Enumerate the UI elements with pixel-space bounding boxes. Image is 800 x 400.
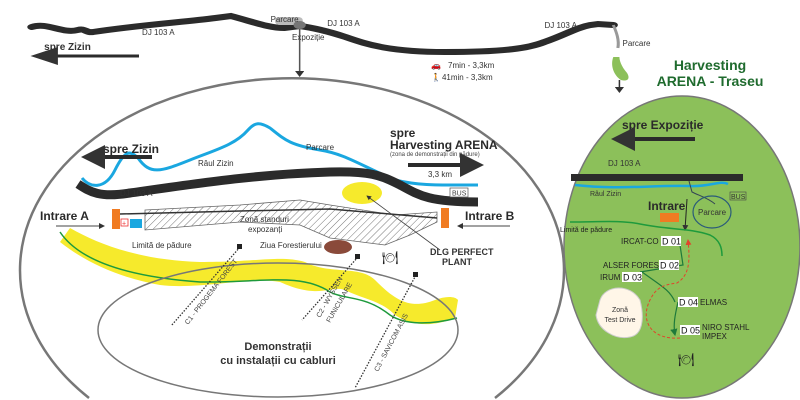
expozitie-label: Expoziție (292, 33, 325, 42)
zona-standuri-label-2: expozanți (248, 225, 282, 234)
test-drive-label: Zonă (612, 307, 628, 314)
cable-tower-icon (355, 254, 360, 259)
cable-tower-icon (237, 244, 242, 249)
river-zizin (574, 181, 729, 189)
cable-tower-icon (413, 272, 418, 277)
ziua-forestierului-label: Ziua Forestierului (260, 241, 322, 250)
raul-zizin-label: Râul Zizin (198, 159, 234, 168)
zona-demo-label: (zona de demonstrații din pădure) (390, 152, 480, 158)
expo-map: + Intrare A Intrare B spre Zizin spre Ha… (18, 76, 566, 399)
forest-limit (569, 220, 723, 257)
road-label: DJ 103 A (120, 189, 153, 198)
road-label: DJ 103 A (142, 28, 175, 37)
station-d05[interactable]: D 05 NIRO STAHL IMPEX (680, 323, 750, 341)
limita-padure-label: Limită de pădure (132, 241, 192, 250)
entrance-b (441, 208, 449, 228)
road-dj103a (75, 167, 479, 207)
intrare-b-label: Intrare B (465, 209, 515, 223)
station-name: IRUM (600, 273, 621, 282)
station-code: D 04 (679, 298, 698, 308)
test-drive-area (595, 287, 643, 339)
station-d04[interactable]: D 04 ELMAS (678, 297, 727, 308)
route-back (645, 239, 692, 339)
raul-zizin-label: Râul Zizin (590, 191, 621, 198)
station-name: ELMAS (700, 298, 727, 307)
arena-access-road (611, 24, 620, 49)
forest-limit (59, 231, 458, 324)
bus-stop-label: BUS (452, 191, 467, 198)
test-drive-label-2: Test Drive (604, 317, 635, 324)
station-code: D 05 (681, 326, 700, 336)
demo-title: Demonstrații (244, 341, 311, 353)
distance-label: 3,3 km (428, 170, 452, 179)
parcare-label: Parcare (271, 15, 300, 24)
forest-band (60, 228, 458, 325)
walk-time: 41min - 3,3km (442, 73, 493, 82)
station-name: NIRO STAHL (702, 323, 750, 332)
intrare-a-label: Intrare A (40, 209, 89, 223)
station-name: ALSER FOREST (603, 261, 664, 270)
arena-parcare-label: Parcare (622, 39, 651, 48)
demo-subtitle: cu instalații cu cabluri (220, 355, 336, 367)
spre-label: spre (390, 126, 416, 140)
route-out (639, 244, 684, 335)
parcare-label: Parcare (698, 208, 727, 217)
station-code: D 03 (623, 273, 642, 283)
dlg-label-2: PLANT (442, 257, 472, 267)
first-aid-icon (120, 218, 129, 227)
info-point (130, 219, 142, 228)
station-d01[interactable]: IRCAT-CO D 01 (621, 236, 681, 247)
cable-demo-area (97, 262, 459, 398)
arena-title-line1: Harvesting (674, 57, 746, 73)
spre-zizin-label: spre Zizin (103, 142, 159, 156)
limita-padure-label: Limită de pădure (560, 227, 612, 234)
restaurant-icon: 🍽 (678, 352, 695, 367)
first-aid-cross: + (122, 221, 126, 228)
top-route: DJ 103 A DJ 103 A DJ 103 A Parcare Expoz… (27, 12, 651, 93)
station-code: D 01 (662, 237, 681, 247)
road-label: DJ 103 A (608, 159, 641, 168)
parcare-label: Parcare (306, 143, 335, 152)
intrare-label: Intrare (648, 199, 686, 213)
arena-parking-area (612, 57, 629, 81)
bus-stop-label: BUS (731, 194, 746, 201)
spre-zizin-label: spre Zizin (44, 42, 91, 53)
restaurant-icon: 🍽 (382, 250, 399, 265)
ziua-forestierului-area (324, 240, 352, 254)
walk-icon: 🚶 (431, 72, 441, 82)
dlg-area (342, 182, 382, 204)
road-dj103a (571, 174, 743, 181)
road-label: DJ 103 A (544, 21, 577, 30)
arena-title-line2: ARENA - Traseu (657, 73, 764, 89)
parcare-area (692, 195, 732, 229)
spre-expozitie-label: spre Expoziție (622, 118, 704, 132)
dlg-label: DLG PERFECT (430, 247, 494, 257)
station-d03[interactable]: IRUM D 03 (600, 272, 642, 283)
entrance (660, 213, 679, 222)
car-time: 7min - 3,3km (448, 61, 495, 70)
harvesting-arena-label: Harvesting ARENA (390, 138, 498, 152)
arena-map: spre Expoziție DJ 103 A Râul Zizin Parca… (560, 95, 800, 399)
station-d02[interactable]: ALSER FOREST D 02 (603, 260, 679, 271)
car-icon: 🚗 (431, 61, 441, 70)
station-code: D 02 (660, 261, 679, 271)
zona-standuri-label: Zonă standuri (240, 215, 289, 224)
station-name-2: IMPEX (702, 332, 728, 341)
road-label: DJ 103 A (327, 19, 360, 28)
expozitie-marker (293, 21, 306, 29)
station-name: IRCAT-CO (621, 237, 659, 246)
entrance-a (112, 209, 120, 229)
